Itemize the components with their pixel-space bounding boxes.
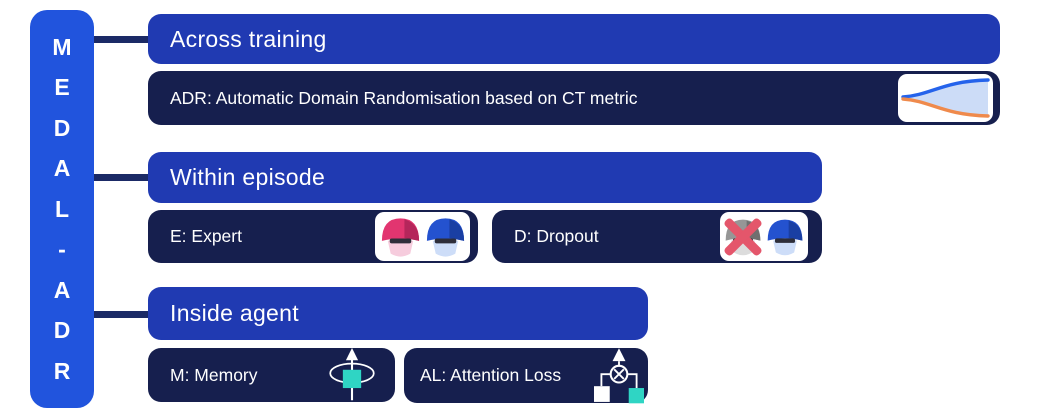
acronym-letter-d1: D: [53, 114, 71, 141]
item-adr: ADR: Automatic Domain Randomisation base…: [148, 71, 1000, 125]
sigmoid-curves-chart-icon: [898, 74, 993, 122]
item-expert: E: Expert: [148, 210, 478, 263]
sigmoid-curves-chart-svg: [901, 78, 990, 118]
item-expert-label: E: Expert: [170, 226, 242, 246]
acronym-letter-a2: A: [53, 276, 71, 303]
section-header-across-training: Across training: [148, 14, 1000, 64]
item-attention-loss: AL: Attention Loss: [404, 348, 648, 404]
section-header-label: Inside agent: [170, 300, 299, 326]
item-memory-label: M: Memory: [170, 364, 258, 385]
acronym-sidebar: M E D A L - A D R: [30, 10, 94, 408]
acronym-letter-a1: A: [53, 155, 71, 181]
acronym-letter-r: R: [53, 357, 71, 384]
acronym-letter-m1: M: [52, 33, 72, 60]
acronym-letter-dash: -: [58, 236, 66, 262]
item-adr-label: ADR: Automatic Domain Randomisation base…: [170, 87, 638, 108]
attention-loss-graph-icon: [594, 348, 644, 404]
connector-line-within-episode: [90, 174, 152, 181]
acronym-letter-l: L: [54, 195, 70, 222]
acronym-letter-e: E: [54, 74, 70, 100]
expert-helmets-svg: [381, 217, 464, 257]
item-attention-loss-label: AL: Attention Loss: [420, 365, 562, 385]
item-dropout-label: D: Dropout: [514, 226, 599, 246]
memory-recurrent-loop-icon: [329, 348, 375, 401]
section-header-label: Within episode: [170, 164, 326, 190]
acronym-letter-d2: D: [53, 317, 71, 343]
item-dropout: D: Dropout: [492, 210, 822, 263]
item-memory: M: Memory: [148, 348, 395, 402]
section-header-within-episode: Within episode: [148, 152, 822, 203]
dropout-helmets-svg: [724, 217, 803, 256]
dropout-crossed-helmet-icon: [720, 212, 808, 261]
section-header-inside-agent: Inside agent: [148, 287, 648, 340]
section-header-label: Across training: [170, 25, 327, 52]
connector-line-inside-agent: [90, 311, 152, 318]
expert-two-helmets-icon: [375, 212, 470, 261]
connector-line-across-training: [90, 36, 152, 43]
